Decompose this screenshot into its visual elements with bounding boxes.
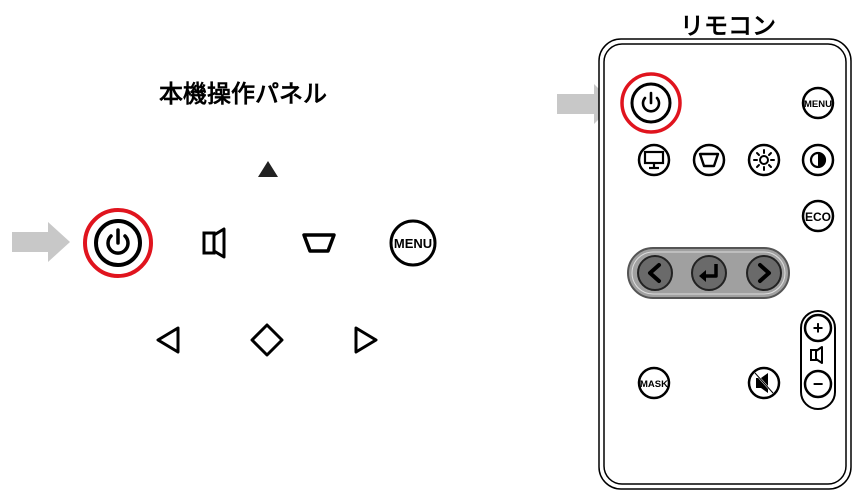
plus-icon: + xyxy=(813,318,824,338)
chevron-right-icon xyxy=(758,263,771,283)
eco-icon: ECO xyxy=(805,210,831,224)
remote-power-button[interactable] xyxy=(620,72,682,134)
keystone-icon xyxy=(698,152,720,168)
panel-enter-button[interactable] xyxy=(250,323,284,357)
remote-title: リモコン xyxy=(680,12,776,40)
remote-volume-up-button[interactable]: + xyxy=(803,313,833,343)
remote-mute-button[interactable] xyxy=(747,366,781,400)
triangle-right-icon xyxy=(354,326,378,354)
panel-volume-button[interactable] xyxy=(202,227,226,259)
monitor-icon xyxy=(643,150,665,170)
remote-left-button[interactable] xyxy=(637,255,673,291)
keystone-icon xyxy=(302,233,336,253)
panel-title: 本機操作パネル xyxy=(159,80,327,108)
diamond-icon xyxy=(250,323,284,357)
brightness-icon xyxy=(753,149,775,171)
remote-keystone-button[interactable] xyxy=(692,143,726,177)
remote-brightness-button[interactable] xyxy=(747,143,781,177)
mute-icon xyxy=(754,372,774,394)
contrast-icon xyxy=(809,151,827,169)
triangle-left-icon xyxy=(156,326,180,354)
remote-volume-down-button[interactable]: − xyxy=(803,369,833,399)
panel-left-button[interactable] xyxy=(156,326,180,354)
panel-up-button[interactable] xyxy=(258,161,278,177)
remote-enter-button[interactable] xyxy=(691,255,727,291)
highlight-ring xyxy=(83,208,153,278)
remote-right-button[interactable] xyxy=(746,255,782,291)
mask-icon: MASK xyxy=(640,379,668,390)
remote-contrast-button[interactable] xyxy=(801,143,835,177)
menu-icon: MENU xyxy=(394,236,432,251)
remote-monitor-button[interactable] xyxy=(637,143,671,177)
remote-mask-button[interactable]: MASK xyxy=(637,366,671,400)
panel-menu-button[interactable]: MENU xyxy=(389,219,437,267)
pointer-arrow-panel xyxy=(12,222,70,262)
power-icon xyxy=(641,91,661,113)
panel-keystone-button[interactable] xyxy=(302,233,336,253)
speaker-icon xyxy=(810,346,823,364)
panel-right-button[interactable] xyxy=(354,326,378,354)
remote-menu-button[interactable]: MENU xyxy=(801,86,835,120)
speaker-icon xyxy=(202,227,226,259)
highlight-ring xyxy=(620,72,682,134)
menu-icon: MENU xyxy=(804,99,832,110)
power-icon xyxy=(94,219,142,267)
panel-power-button[interactable] xyxy=(83,208,153,278)
triangle-up-icon xyxy=(258,161,278,177)
chevron-left-icon xyxy=(648,263,661,283)
minus-icon: − xyxy=(813,374,824,394)
remote-eco-button[interactable]: ECO xyxy=(801,199,835,233)
enter-icon xyxy=(699,264,718,282)
